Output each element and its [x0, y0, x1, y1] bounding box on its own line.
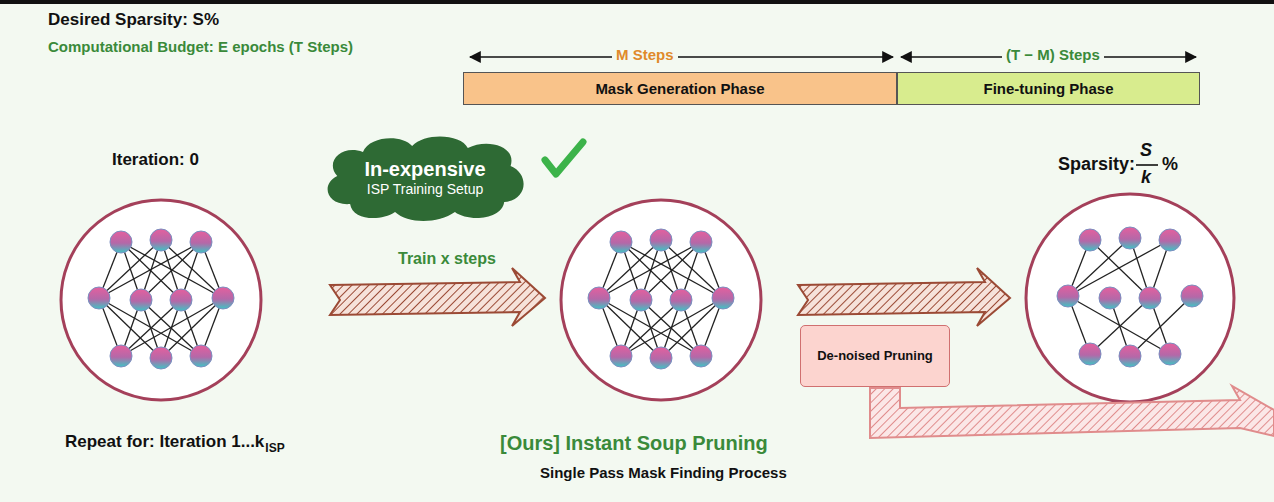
- label: (T − M) Steps: [1002, 46, 1104, 63]
- label: Train x steps: [398, 250, 496, 268]
- label: Computational Budget: E epochs (T Steps): [48, 38, 353, 55]
- node-text: In-expensive: [364, 157, 485, 181]
- cloud-node: In-expensiveISP Training Setup: [318, 132, 532, 222]
- label: [Ours] Instant Soup Pruning: [500, 432, 768, 455]
- label: %: [1162, 154, 1178, 175]
- process-box: De-noised Pruning: [800, 325, 950, 387]
- node-text: Mask Generation Phase: [595, 80, 764, 98]
- label: k: [1141, 167, 1151, 188]
- label: S: [1140, 140, 1152, 161]
- process-box: Fine-tuning Phase: [897, 72, 1200, 105]
- label: ISP: [265, 442, 284, 456]
- node-text: ISP Training Setup: [367, 181, 483, 198]
- label: M Steps: [612, 46, 678, 63]
- node-text: Fine-tuning Phase: [983, 80, 1113, 98]
- process-box: Mask Generation Phase: [463, 72, 897, 105]
- label: Repeat for: Iteration 1...k: [65, 432, 264, 452]
- label: Single Pass Mask Finding Process: [540, 464, 787, 481]
- label: Iteration: 0: [112, 150, 199, 170]
- label: Desired Sparsity: S%: [48, 10, 219, 30]
- label: Sparsity:: [1058, 154, 1135, 175]
- node-text: De-noised Pruning: [817, 348, 933, 364]
